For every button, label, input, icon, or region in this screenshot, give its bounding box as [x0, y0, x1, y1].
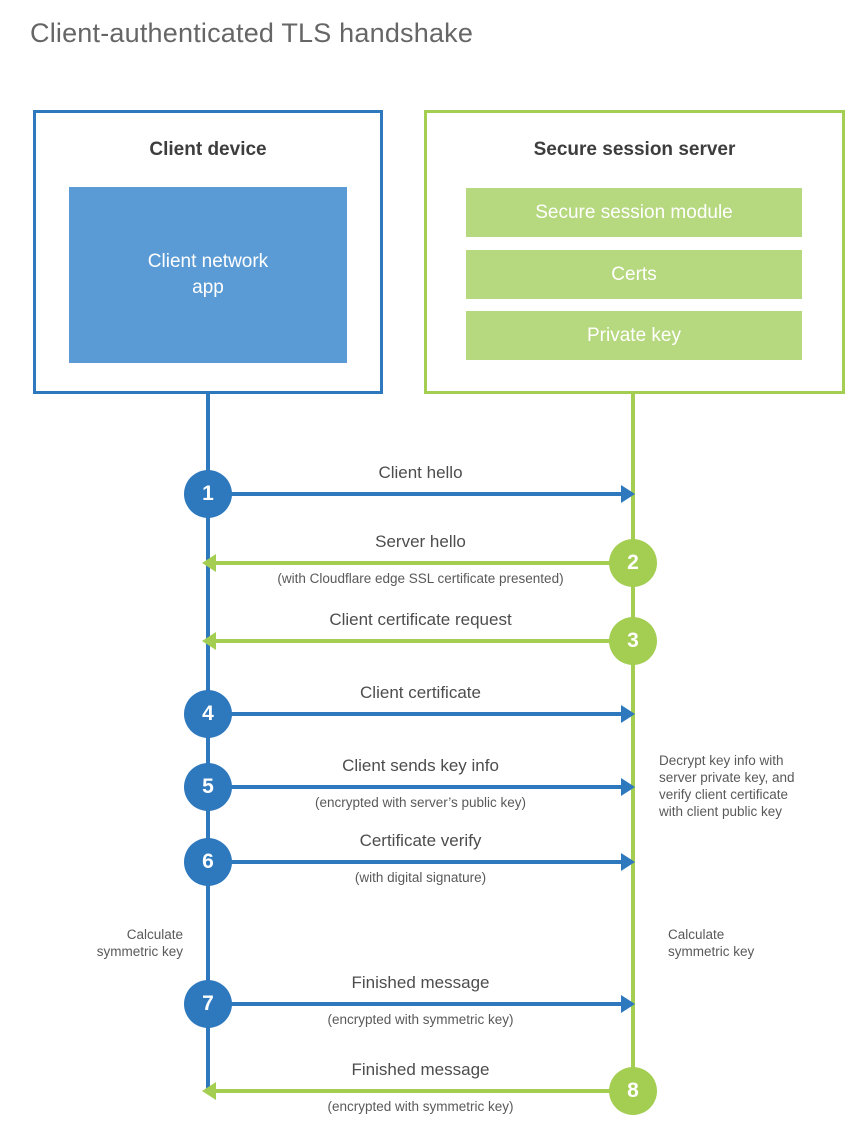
arrow-line — [215, 561, 633, 565]
server-module-certs: Certs — [466, 250, 802, 299]
secure-session-server-title: Secure session server — [533, 139, 736, 160]
arrow-head-icon — [621, 778, 635, 796]
step-number-badge: 6 — [184, 838, 232, 886]
step-label: Client certificate — [360, 683, 481, 702]
client-device-title: Client device — [149, 139, 267, 160]
arrow-line — [208, 712, 621, 716]
step-number-badge: 4 — [184, 690, 232, 738]
step-number-badge: 3 — [609, 617, 657, 665]
step-number-badge: 5 — [184, 763, 232, 811]
step-label: Server hello — [375, 532, 466, 551]
step-sublabel: (encrypted with server’s public key) — [314, 795, 527, 810]
arrow-line — [208, 492, 621, 496]
step-number-badge: 7 — [184, 980, 232, 1028]
step-label: Client sends key info — [342, 756, 499, 775]
step-label: Certificate verify — [359, 831, 482, 850]
arrow-line — [208, 860, 621, 864]
server-module-private-key: Private key — [466, 311, 802, 360]
step-sublabel: (with Cloudflare edge SSL certificate pr… — [277, 571, 564, 586]
step-number-badge: 1 — [184, 470, 232, 518]
step-number-badge: 2 — [609, 539, 657, 587]
note-calculate-symmetric-key-client: Calculate symmetric key — [96, 927, 183, 959]
arrow-line — [215, 639, 633, 643]
arrow-head-icon — [621, 485, 635, 503]
arrow-head-icon — [621, 853, 635, 871]
client-device-box: Client device Client network app — [33, 110, 383, 394]
note-calculate-symmetric-key-server: Calculate symmetric key — [668, 927, 755, 959]
arrow-head-icon — [202, 554, 216, 572]
arrow-line — [208, 1002, 621, 1006]
secure-session-server-box: Secure session server Secure session mod… — [424, 110, 845, 394]
arrow-head-icon — [202, 1082, 216, 1100]
step-sublabel: (encrypted with symmetric key) — [327, 1099, 514, 1114]
arrow-line — [208, 785, 621, 789]
note-decrypt-key-info: Decrypt key info with server private key… — [659, 753, 795, 819]
step-label: Client hello — [378, 463, 463, 482]
client-network-app-node: Client network app — [69, 187, 347, 363]
step-number-badge: 8 — [609, 1067, 657, 1115]
arrow-head-icon — [202, 632, 216, 650]
client-lifeline — [206, 392, 210, 1091]
server-module-secure-session: Secure session module — [466, 188, 802, 237]
step-label: Finished message — [351, 1060, 490, 1079]
arrow-head-icon — [621, 995, 635, 1013]
step-label: Client certificate request — [329, 610, 512, 629]
server-lifeline — [631, 392, 635, 1091]
step-sublabel: (with digital signature) — [354, 870, 487, 885]
arrow-line — [215, 1089, 633, 1093]
diagram-title: Client-authenticated TLS handshake — [30, 18, 474, 48]
step-sublabel: (encrypted with symmetric key) — [327, 1012, 514, 1027]
arrow-head-icon — [621, 705, 635, 723]
step-label: Finished message — [351, 973, 490, 992]
